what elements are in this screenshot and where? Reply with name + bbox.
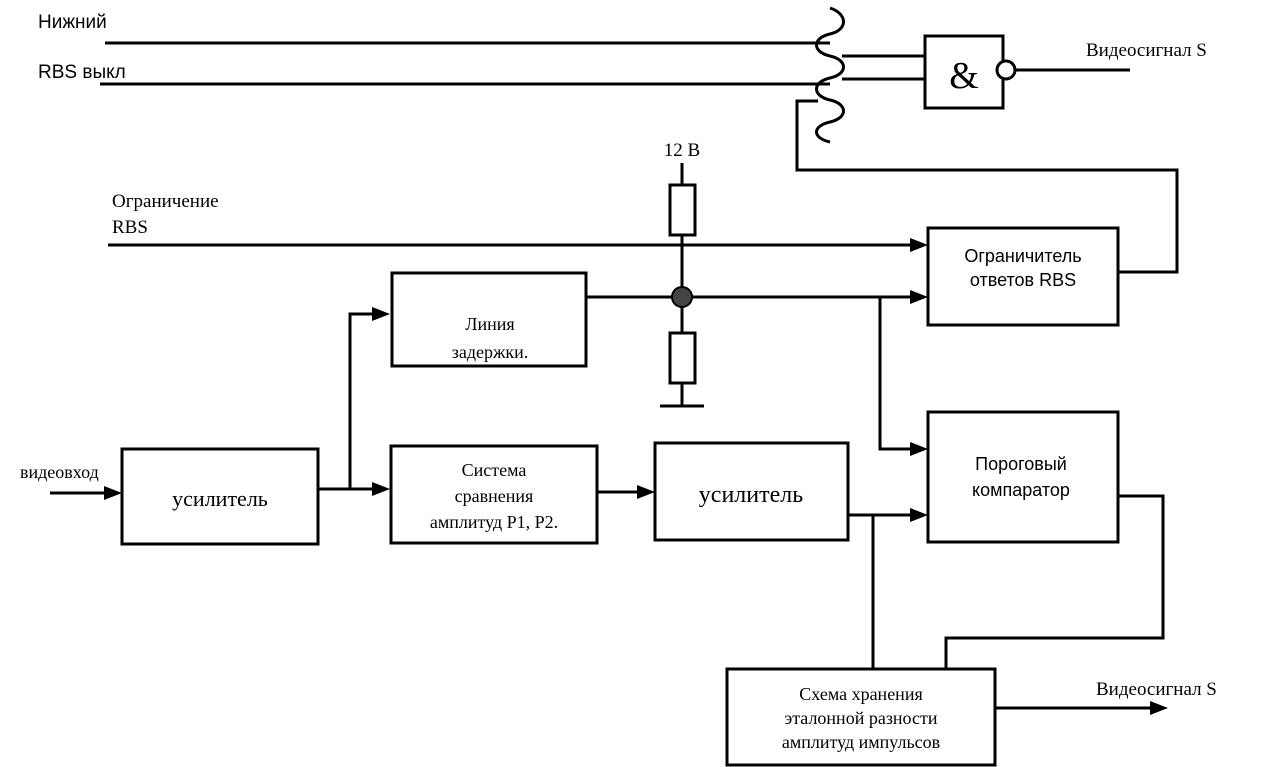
reference-storage-block: [725, 667, 997, 767]
video-in-arrow: [104, 486, 122, 500]
amplifier-1-block: [120, 447, 320, 546]
amplifier-2-label: усилитель: [699, 482, 803, 508]
rbs-limit-arrow: [910, 238, 928, 252]
limiter-feedback-wire: [795, 99, 1179, 274]
video-s-bottom-label: Видеосигнал S: [1096, 679, 1217, 700]
rbs-limit-label-1: Ограничение: [112, 191, 219, 212]
amp2-to-comparator-arrow: [910, 508, 928, 522]
and-gate-symbol: &: [949, 55, 979, 97]
delay-line-block: [390, 271, 588, 368]
amplifier-2-block: [653, 441, 850, 542]
rbs-limiter-label-1: Ограничитель: [964, 246, 1081, 266]
compare-label-2: сравнения: [455, 486, 534, 506]
video-in-label: видеовход: [20, 462, 99, 482]
resistor-top: [668, 183, 697, 237]
and-gate-inverter-bubble: [995, 59, 1017, 81]
storage-label-3: амплитуд импульсов: [782, 732, 940, 752]
delay-line-label-1: Линия: [465, 314, 514, 334]
comparator-label-2: компаратор: [972, 480, 1070, 500]
delay-line-label-2: задержки.: [452, 342, 529, 362]
amp1-to-compare-arrow: [372, 482, 390, 496]
compare-to-amp2-arrow: [637, 485, 655, 499]
and-gate: [923, 34, 1005, 110]
compare-label-1: Система: [462, 460, 527, 480]
lower-label: Нижний: [38, 12, 107, 33]
rbs-off-label: RBS выкл: [38, 62, 126, 83]
amplitude-compare-block: [389, 444, 599, 545]
junction-node: [671, 286, 693, 308]
video-s-bottom-arrow: [1150, 701, 1168, 715]
supply-label: 12 В: [664, 140, 700, 161]
transformer-coil: [815, 6, 845, 144]
compare-label-3: амплитуд Р1, Р2.: [430, 512, 558, 532]
amp1-to-delay-arrow: [372, 307, 390, 321]
delay-to-limiter-arrow: [910, 290, 928, 304]
storage-label-2: эталонной разности: [784, 708, 937, 728]
amp1-to-delay-wire: [348, 312, 372, 489]
storage-label-1: Схема хранения: [799, 684, 922, 704]
rbs-limit-label-2: RBS: [112, 217, 148, 238]
video-s-top-label: Видеосигнал S: [1086, 40, 1207, 61]
comparator-label-1: Пороговый: [975, 454, 1067, 474]
junction-to-comparator-wire: [878, 297, 910, 451]
rbs-limiter-block: [926, 226, 1120, 327]
resistor-bottom: [668, 331, 697, 385]
rbs-limiter-label-2: ответов RBS: [970, 270, 1076, 290]
comparator-upper-arrow: [910, 442, 928, 456]
comparator-to-storage-wire: [944, 494, 1165, 669]
threshold-comparator-block: [926, 410, 1120, 544]
amplifier-1-label: усилитель: [172, 486, 268, 511]
